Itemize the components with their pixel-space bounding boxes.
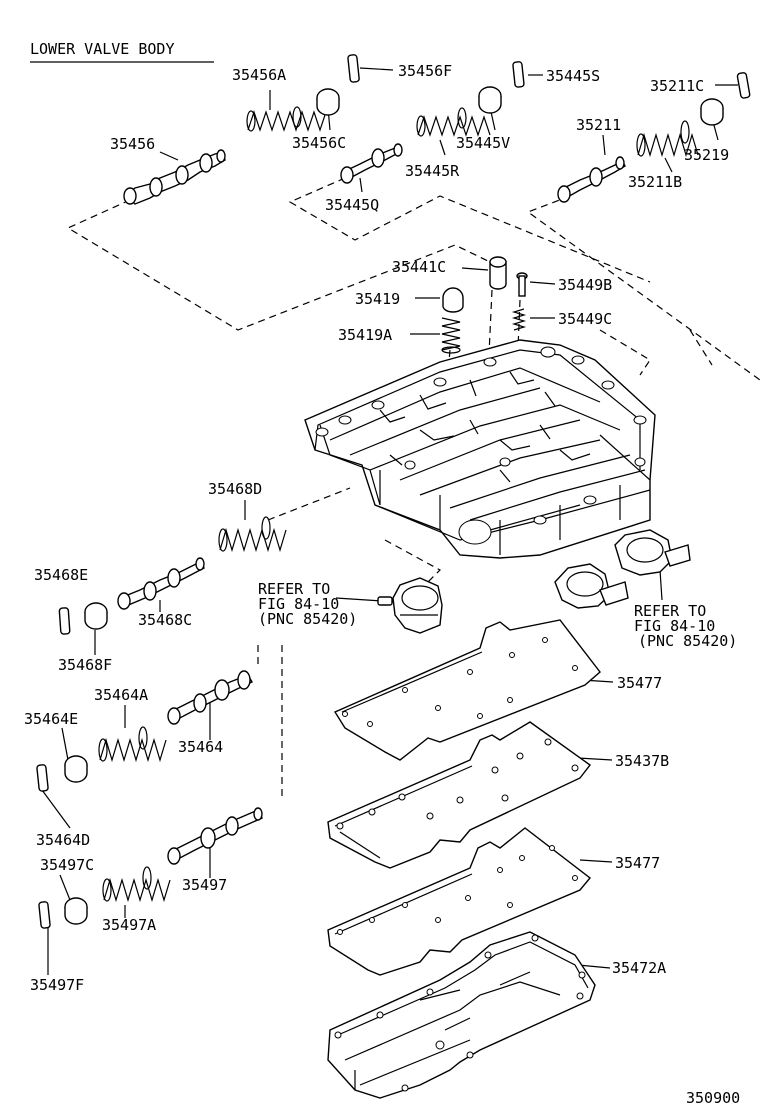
label-35477-lower: 35477 (615, 854, 660, 872)
clip-35464D (36, 764, 49, 792)
label-35468C: 35468C (138, 611, 192, 629)
pin-35449B (516, 272, 528, 297)
spring-35464A (98, 726, 167, 763)
clip-35211C (736, 72, 751, 99)
label-35211B: 35211B (628, 173, 682, 191)
label-35445S: 35445S (546, 67, 600, 85)
solenoid-right-a (554, 563, 629, 609)
refer-right-line1: REFER TO (634, 602, 706, 620)
plug-35468F (84, 602, 108, 630)
clip-35468E (58, 607, 71, 635)
gasket-35477-lower (327, 827, 592, 976)
label-35468D: 35468D (208, 480, 262, 498)
refer-left-line3: (PNC 85420) (258, 610, 357, 628)
refer-left-line2: FIG 84-10 (258, 595, 339, 613)
plug-35464E (64, 755, 88, 783)
refer-right-line2: FIG 84-10 (634, 617, 715, 635)
plate-35437B (327, 721, 591, 869)
spring-35497A (102, 866, 171, 903)
plug-35456C (316, 88, 340, 116)
valve-35468C (117, 557, 206, 610)
label-35419: 35419 (355, 290, 400, 308)
label-35472A: 35472A (612, 959, 666, 977)
label-35456: 35456 (110, 135, 155, 153)
spring-35211B (636, 120, 699, 158)
spring-35419A (441, 317, 461, 354)
solenoid-left (377, 577, 443, 634)
refer-note-right: REFER TO FIG 84-10 (PNC 85420) (634, 602, 737, 650)
spring-35445R (416, 107, 491, 137)
label-35497A: 35497A (102, 916, 156, 934)
clip-35445S (512, 61, 525, 88)
clip-35456F (347, 54, 360, 83)
valve-body-main (304, 339, 656, 559)
gasket-35477-upper (333, 619, 601, 761)
solenoid-right-b (614, 529, 691, 576)
plug-35219 (700, 98, 724, 126)
clip-35497F (38, 901, 51, 929)
label-35211: 35211 (576, 116, 621, 134)
valve-35211 (557, 156, 626, 203)
refer-note-left: REFER TO FIG 84-10 (PNC 85420) (258, 580, 357, 628)
label-35464D: 35464D (36, 831, 90, 849)
label-35437B: 35437B (615, 752, 669, 770)
sleeve-35441C (489, 256, 507, 290)
label-35477-upper: 35477 (617, 674, 662, 692)
label-35445V: 35445V (456, 134, 510, 152)
label-35445Q: 35445Q (325, 196, 379, 214)
plug-35497C (64, 897, 88, 925)
spring-35468D (218, 516, 287, 553)
label-35449C: 35449C (558, 310, 612, 328)
valve-35456 (123, 149, 226, 205)
spring-35449C (511, 308, 527, 331)
diagram-title: LOWER VALVE BODY (30, 40, 175, 58)
label-35445R: 35445R (405, 162, 460, 180)
cover-35472A (327, 931, 596, 1099)
valve-35464 (167, 670, 253, 725)
valve-35445Q (340, 143, 403, 184)
refer-left-line1: REFER TO (258, 580, 330, 598)
label-35211C: 35211C (650, 77, 704, 95)
label-35497C: 35497C (40, 856, 94, 874)
refer-right-line3: (PNC 85420) (638, 632, 737, 650)
spring-35456A (246, 106, 327, 132)
label-35449B: 35449B (558, 276, 612, 294)
label-35464: 35464 (178, 738, 223, 756)
label-35456C: 35456C (292, 134, 346, 152)
label-35456F: 35456F (398, 62, 452, 80)
label-35497F: 35497F (30, 976, 84, 994)
part-labels: 35456A 35456F 35445S 35211C 35456 35456C… (24, 62, 729, 994)
ball-35419 (442, 287, 464, 313)
label-35468E: 35468E (34, 566, 88, 584)
figure-number: 350900 (686, 1089, 740, 1107)
label-35441C: 35441C (392, 258, 446, 276)
label-35497: 35497 (182, 876, 227, 894)
label-35464E: 35464E (24, 710, 78, 728)
label-35419A: 35419A (338, 326, 392, 344)
plug-35445V (478, 86, 502, 114)
label-35456A: 35456A (232, 66, 286, 84)
label-35464A: 35464A (94, 686, 148, 704)
label-35219: 35219 (684, 146, 729, 164)
valve-35497 (167, 807, 263, 865)
label-35468F: 35468F (58, 656, 112, 674)
